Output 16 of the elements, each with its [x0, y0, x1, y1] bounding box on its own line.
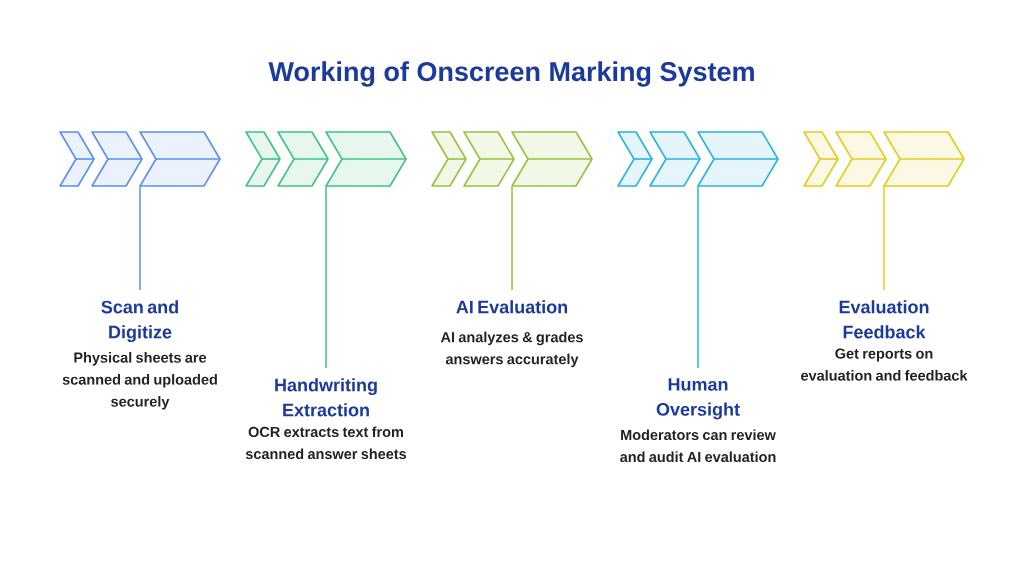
connector-line [511, 185, 513, 291]
step-text: Scan and Digitize Physical sheets are scanned and uploaded securely [62, 300, 217, 410]
connector-line [697, 185, 699, 369]
step-text: Human Oversight Moderators can review and audit AI evaluation [620, 378, 776, 463]
title: Working of Onscreen Marking System [268, 61, 754, 87]
chevron-drawing [803, 131, 965, 187]
step-text: Evaluation Feedback Get reports on evaluation and feedback [801, 300, 968, 381]
connector-line [883, 185, 885, 291]
connector-line [325, 185, 327, 369]
chevron-drawing [431, 131, 593, 187]
step-text: Handwriting Extraction OCR extracts text from scanned answer sheets [245, 378, 407, 460]
chevron-drawing [59, 131, 221, 187]
chevron-drawing [245, 131, 407, 187]
connector-line [139, 185, 141, 291]
chevron-drawing [617, 131, 779, 187]
step-text: AI Evaluation AI analyzes & grades answers accurately [440, 300, 583, 368]
